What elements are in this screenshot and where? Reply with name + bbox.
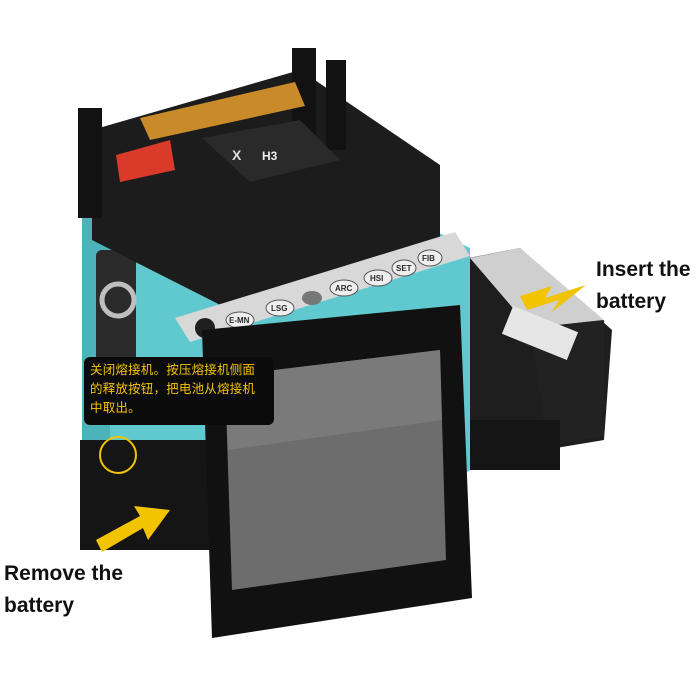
insert-label-line: battery [596, 290, 667, 313]
callout-line: 中取出。 [90, 400, 141, 415]
callout-line: 的释放按钮，把电池从熔接机 [90, 381, 256, 396]
brand-mark: X [232, 147, 242, 163]
insert-arrow [520, 285, 586, 312]
instruction-callout: 关闭熔接机。按压熔接机侧面 的释放按钮，把电池从熔接机 中取出。 [84, 357, 274, 425]
model-mark: H3 [262, 149, 278, 163]
monitor [202, 305, 472, 638]
strap-ring [99, 281, 137, 319]
brand-plate [202, 120, 340, 182]
panel-button-lsg: LSG [271, 304, 287, 313]
battery-label [501, 305, 579, 361]
panel-button-hsi: HSI [370, 274, 383, 283]
remove-arrow [96, 506, 170, 552]
remove-label-line: Remove the [4, 562, 124, 585]
battery-pack [448, 248, 612, 470]
splicer-top-cover: X H3 [78, 48, 440, 320]
callout-line: 关闭熔接机。按压熔接机侧面 [90, 362, 256, 377]
hot-warning-label [116, 140, 175, 182]
panel-button-emn: E-MN [229, 316, 250, 325]
release-button-highlight [99, 436, 137, 474]
panel-button-arc: ARC [335, 284, 353, 293]
insert-battery-label: Insert the battery [596, 254, 700, 318]
insert-label-line: Insert the [596, 258, 691, 281]
panel-button-set: SET [396, 264, 412, 273]
remove-battery-label: Remove the battery [4, 558, 154, 622]
control-panel: E-MN LSG ARC HSI SET FIB [175, 232, 470, 342]
remove-label-line: battery [4, 594, 75, 617]
heater-strip [140, 82, 305, 140]
panel-button-fib: FIB [422, 254, 435, 263]
